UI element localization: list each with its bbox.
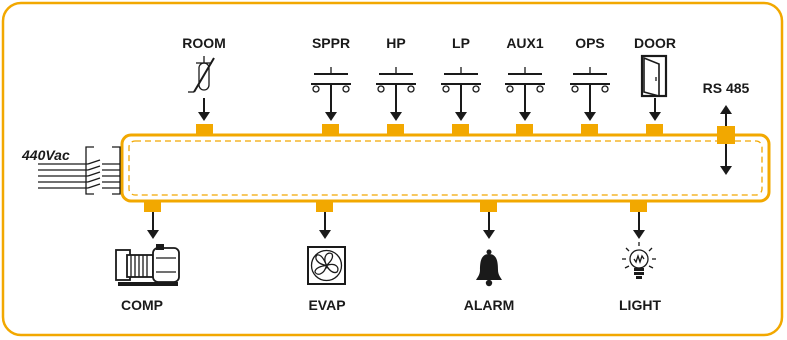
output-alarm: ALARM: [464, 200, 515, 313]
output-label-alarm: ALARM: [464, 297, 515, 313]
port-sppr: [322, 124, 339, 136]
port-ops: [581, 124, 598, 136]
input-label-hp: HP: [386, 35, 405, 51]
input-label-aux1: AUX1: [506, 35, 544, 51]
input-room: ROOM: [182, 35, 226, 136]
port-aux1: [516, 124, 533, 136]
port-door: [646, 124, 663, 136]
port-light: [630, 200, 647, 212]
input-ops: OPS: [570, 35, 610, 136]
rs485-comm: RS 485: [703, 80, 750, 175]
port-lp: [452, 124, 469, 136]
port-alarm: [480, 200, 497, 212]
controller-bus: [120, 133, 771, 203]
output-label-light: LIGHT: [619, 297, 661, 313]
input-hp: HP: [376, 35, 416, 136]
input-door: DOOR: [634, 35, 676, 136]
input-label-lp: LP: [452, 35, 470, 51]
light-bulb-icon: [622, 242, 656, 279]
output-comp: COMP: [115, 200, 180, 313]
output-label-comp: COMP: [121, 297, 163, 313]
bell-icon: [476, 249, 502, 287]
port-hp: [387, 124, 404, 136]
input-label-room: ROOM: [182, 35, 226, 51]
port-room: [196, 124, 213, 136]
input-label-door: DOOR: [634, 35, 676, 51]
output-light: LIGHT: [619, 200, 661, 313]
input-aux1: AUX1: [505, 35, 545, 136]
rs485-label: RS 485: [703, 80, 750, 96]
output-evap: EVAP: [307, 200, 346, 313]
input-lp: LP: [441, 35, 481, 136]
breaker-icon: [85, 146, 121, 195]
fan-icon: [307, 246, 346, 285]
power-input: 440Vac: [21, 146, 121, 195]
door-icon: [640, 54, 668, 98]
output-label-evap: EVAP: [308, 297, 345, 313]
power-label: 440Vac: [21, 147, 70, 163]
compressor-icon: [115, 244, 180, 286]
input-label-sppr: SPPR: [312, 35, 350, 51]
input-sppr: SPPR: [311, 35, 351, 136]
port-rs485: [717, 126, 735, 144]
input-label-ops: OPS: [575, 35, 605, 51]
port-evap: [316, 200, 333, 212]
temperature-probe-icon: [188, 56, 215, 93]
controller-bus-inner-dashes: [128, 140, 763, 196]
port-comp: [144, 200, 161, 212]
